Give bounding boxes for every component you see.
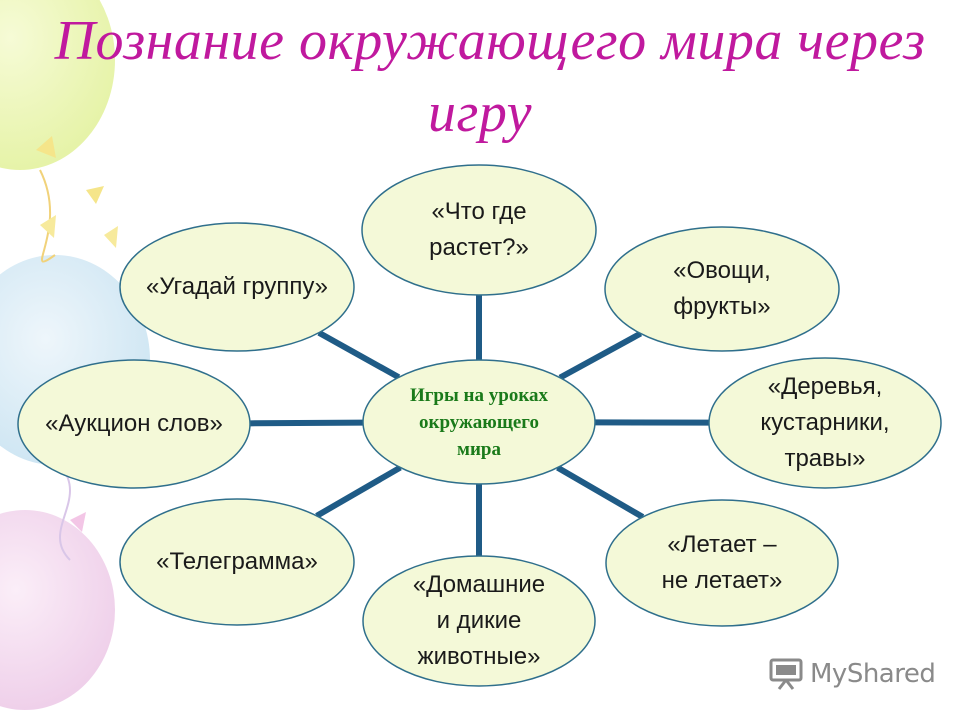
connector-letaet [556,465,645,520]
node-label: «Что где растет?» [429,198,529,261]
node-ellipse-domashnie [362,555,596,687]
node-ellipse-derevya [708,357,942,489]
connector-ovoshchi-frukty [558,330,643,381]
node-label: «Аукцион слов» [45,410,223,437]
node-letaet: «Летает – не летает» [596,500,848,626]
node-ellipse-telegramma [119,498,355,626]
node-ugaday: «Угадай группу» [110,223,364,351]
node-auktsion: «Аукцион слов» [8,360,260,488]
watermark-text: MyShared [810,659,936,689]
node-label: «Овощи, фрукты» [673,257,771,320]
connector-telegramma [315,464,402,519]
node-label: «Угадай группу» [146,273,328,300]
node-ellipse-chto-gde-rastet [361,164,597,296]
node-label: «Телеграмма» [156,548,318,575]
connector-auktsion [249,419,364,427]
page-title: Познание окружающего мира через [54,10,926,72]
node-ellipse-auktsion [17,359,251,489]
node-label: «Домашние и дикие животные» [412,571,546,670]
center-node-ellipse [362,359,596,485]
node-label: «Деревья, кустарники, травы» [760,373,890,472]
node-ovoshchi-frukty: «Овощи, фрукты» [595,227,849,351]
node-chto-gde-rastet: «Что где растет?» [352,165,606,295]
center-node-text: Игры на уроках окружающего мира [410,384,548,460]
presentation-icon [769,658,803,690]
node-telegramma: «Телеграмма» [110,499,364,625]
connector-ugaday [317,330,401,380]
node-ellipse-ovoshchi-frukty [604,226,840,352]
watermark: MyShared [768,652,936,696]
node-label: «Летает – не летает» [661,531,783,594]
node-ellipse-ugaday [119,222,355,352]
node-ellipse-letaet [605,499,839,627]
page-title-continuation: игру [428,82,532,144]
node-domashnie: «Домашние и дикие животные» [353,556,605,686]
center-node-label: Игры на уроках окружающего мира [363,360,595,484]
node-derevya: «Деревья, кустарники, травы» [699,358,951,488]
